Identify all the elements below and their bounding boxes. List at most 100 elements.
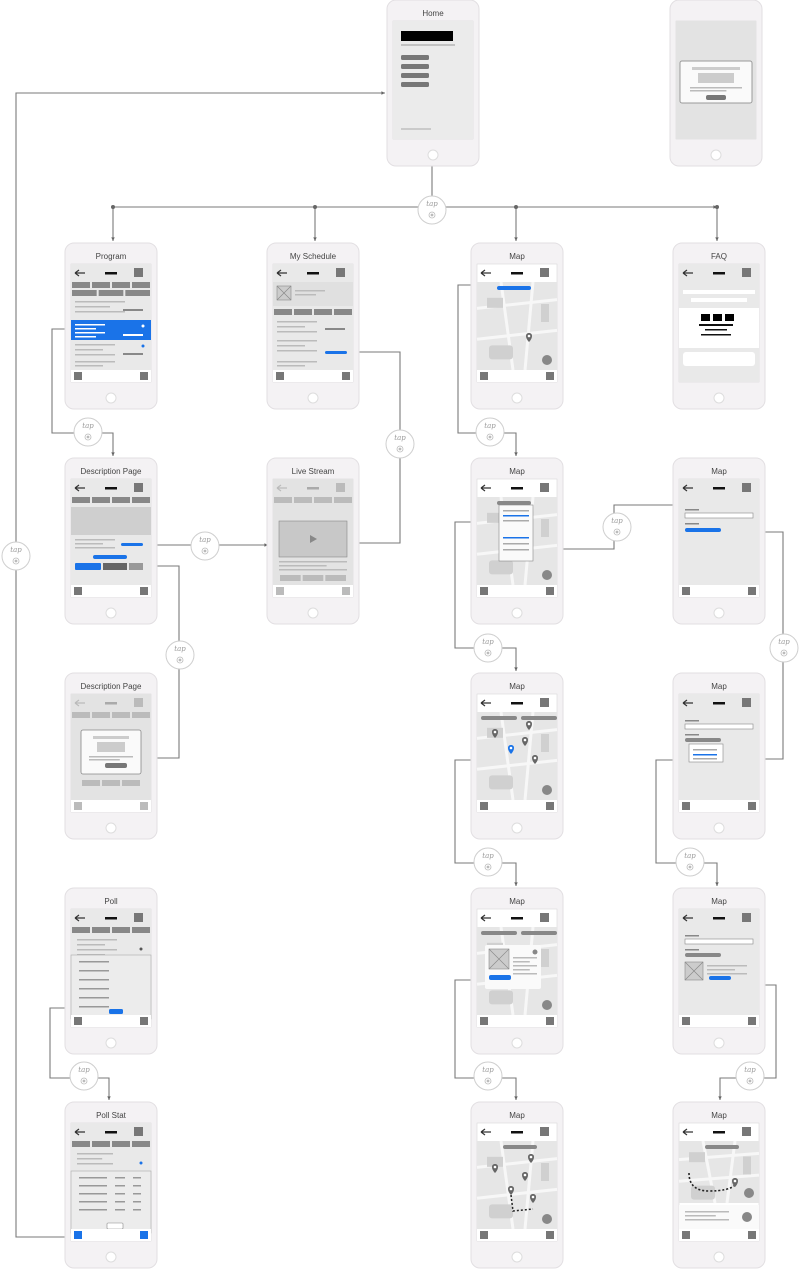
- header-title-bar: [105, 1131, 117, 1134]
- tap-circle: [675, 847, 705, 877]
- ui-block: [685, 720, 699, 722]
- faq-field: [691, 298, 747, 302]
- stat-value: [115, 1177, 125, 1179]
- poll-dot: [139, 947, 143, 951]
- locate-button: [542, 570, 552, 580]
- home-button: [710, 149, 722, 161]
- text-line: [707, 969, 735, 971]
- tap-ring-icon: [201, 547, 209, 555]
- ui-block: [123, 334, 143, 336]
- ui-block: [123, 309, 143, 311]
- text-line: [295, 290, 325, 292]
- text-line: [77, 1153, 113, 1155]
- footer-bar: [273, 370, 353, 382]
- text-line: [75, 301, 125, 303]
- tap-gesture: [475, 417, 505, 447]
- phone-map-3: [470, 672, 564, 840]
- home-button: [713, 392, 725, 404]
- screen-title-home: Home: [422, 9, 444, 18]
- footer-icon-right: [748, 1017, 756, 1025]
- map-filter-right: [521, 931, 557, 935]
- header-title-bar: [713, 702, 725, 705]
- arrowhead: [111, 237, 115, 241]
- map-pin-dot: [529, 1155, 533, 1159]
- tab: [72, 1141, 90, 1147]
- app-header: [74, 913, 143, 922]
- tab: [92, 927, 110, 933]
- home-menu-item: [401, 64, 429, 69]
- poll-submit-button: [109, 1009, 123, 1014]
- tab: [314, 497, 332, 503]
- tap-circle: [473, 847, 503, 877]
- text-line: [75, 328, 96, 330]
- junction-dot: [514, 205, 518, 209]
- menu-icon: [336, 483, 345, 492]
- text-line: [77, 1163, 113, 1165]
- form-select: [685, 738, 721, 742]
- footer-icon-right: [748, 587, 756, 595]
- map-pin-icon: [492, 1164, 498, 1173]
- header-title-bar: [511, 272, 523, 275]
- map-pin-dot: [527, 334, 531, 338]
- home-button: [713, 607, 725, 619]
- footer-icon-left: [682, 1017, 690, 1025]
- ui-block: [503, 510, 529, 512]
- tap-gesture: [473, 847, 503, 877]
- map-pin-icon: [530, 1194, 536, 1203]
- tap-label: tap: [684, 852, 696, 860]
- footer-bar: [71, 370, 151, 382]
- phone-map-4: [470, 887, 564, 1055]
- ui-block: [685, 734, 699, 736]
- form-input: [684, 512, 754, 519]
- tap-ring-icon: [484, 649, 492, 657]
- tap-circle: [769, 633, 799, 663]
- header-title-bar: [713, 487, 725, 490]
- map-street: [523, 711, 535, 801]
- screen-title-map-form-3: Map: [711, 897, 727, 906]
- footer-icon-left: [682, 802, 690, 810]
- stat-percent: [133, 1209, 141, 1211]
- map-pin-dot: [531, 1195, 535, 1199]
- ui-block: [325, 328, 345, 330]
- text-line: [685, 1211, 729, 1213]
- tap-circle: [473, 633, 503, 663]
- stat-percent: [133, 1201, 141, 1203]
- map-street: [725, 1140, 737, 1204]
- tab: [325, 575, 346, 581]
- tap-ring-icon: [428, 211, 436, 219]
- ui-block: [699, 324, 733, 326]
- tap-markers: [1, 195, 799, 1091]
- tab: [112, 927, 130, 933]
- phone-map-form-2: [672, 672, 766, 840]
- map-street: [476, 1187, 558, 1200]
- tap-dot-icon: [688, 865, 692, 869]
- tab: [274, 497, 292, 503]
- text-line: [75, 539, 115, 541]
- poll-option: [79, 979, 109, 981]
- home-button: [105, 1251, 117, 1263]
- footer-icon-right: [546, 802, 554, 810]
- map-filter-left: [481, 931, 517, 935]
- tap-dot-icon: [488, 435, 492, 439]
- map-building: [743, 1156, 751, 1175]
- tap-label: tap: [482, 1066, 494, 1074]
- ui-block: [129, 563, 143, 570]
- ui-block: [693, 754, 717, 756]
- back-arrow-icon: [480, 1128, 491, 1136]
- map-pin-icon: [528, 1154, 534, 1163]
- phone-poll-stat: [64, 1101, 158, 1269]
- phone-home: [386, 0, 480, 167]
- faq-icon: [701, 314, 710, 321]
- phone-map-route: [672, 1101, 766, 1269]
- stat-value: [115, 1201, 125, 1203]
- footer-icon-left: [480, 802, 488, 810]
- footer-icon-right: [342, 587, 350, 595]
- junction-dot: [111, 205, 115, 209]
- menu-icon: [742, 483, 751, 492]
- tap-gesture: [473, 1061, 503, 1091]
- screen-title-program: Program: [95, 252, 127, 261]
- footer-bar: [477, 1015, 557, 1027]
- tap-dot-icon: [486, 1079, 490, 1083]
- text-line: [685, 1215, 716, 1217]
